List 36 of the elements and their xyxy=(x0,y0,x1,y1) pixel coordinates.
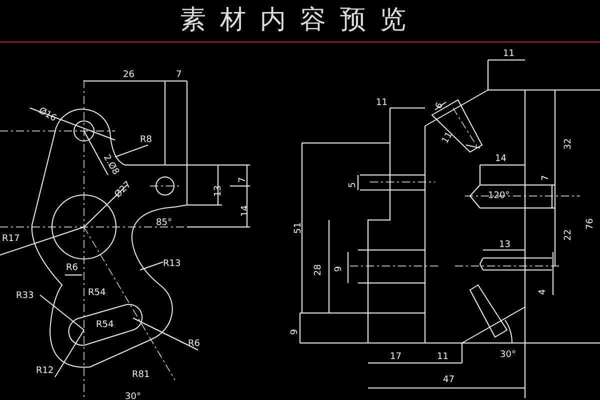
dimension-text: 9 xyxy=(290,329,300,335)
dimension-text: 30° xyxy=(500,350,516,360)
dimension-text: 26 xyxy=(123,70,134,80)
dimension-text: 11 xyxy=(437,352,448,362)
dimension-text: 32 xyxy=(564,138,574,150)
dimension-text: R12 xyxy=(36,366,54,376)
dimension-text: 120° xyxy=(488,191,510,201)
dimension-text: 14 xyxy=(495,154,506,164)
dimension-text: 7 xyxy=(540,175,551,181)
dimension-text: 51 xyxy=(294,222,304,234)
dimension-text: R54 xyxy=(96,320,114,330)
dimension-text: 4 xyxy=(538,289,548,295)
dimension-text: R6 xyxy=(66,263,78,273)
dimension-text: R81 xyxy=(132,370,150,380)
dimension-text: 11 xyxy=(376,98,388,108)
dimension-text: 7 xyxy=(238,177,248,183)
dimension-text: 9 xyxy=(334,266,344,272)
dimension-text: R13 xyxy=(163,259,181,269)
dimension-text: 76 xyxy=(586,218,596,230)
dimension-text: 17 xyxy=(390,352,402,362)
dimension-text: 7 xyxy=(176,70,182,80)
dimension-text: 85° xyxy=(156,218,172,228)
dimension-text: 28 xyxy=(314,264,324,276)
title: 素材内容预览 xyxy=(179,4,421,37)
dimension-text: 47 xyxy=(443,375,454,385)
dimension-text: R33 xyxy=(16,291,34,301)
dimension-text: 22 xyxy=(564,229,574,241)
dimension-text: 11 xyxy=(440,130,455,146)
dimension-text: 13 xyxy=(499,240,510,250)
dimension-text: 5 xyxy=(348,182,358,188)
dimension-text: R6 xyxy=(188,339,200,349)
dimension-text: 11 xyxy=(503,49,514,59)
dimension-text: R54 xyxy=(88,288,106,298)
dimension-text: R17 xyxy=(2,234,20,244)
dimension-text: 30° xyxy=(125,392,141,400)
dimension-text: R8 xyxy=(140,135,152,145)
